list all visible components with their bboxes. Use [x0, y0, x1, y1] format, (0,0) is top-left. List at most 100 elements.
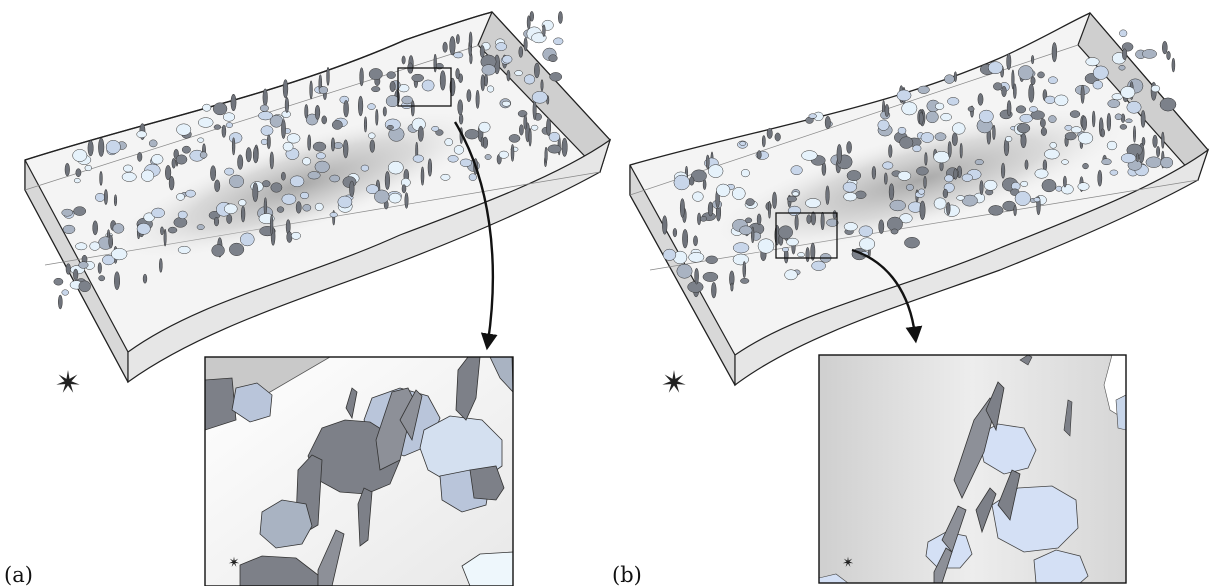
- zoom-region-b: [775, 212, 838, 259]
- fracture-disc: [284, 97, 289, 113]
- fracture-disc: [295, 201, 302, 214]
- fracture-disc: [1159, 97, 1177, 112]
- fracture-disc: [321, 115, 327, 125]
- fracture-disc: [73, 206, 87, 216]
- fracture-disc: [745, 217, 753, 224]
- fracture-disc: [882, 161, 894, 170]
- fracture-disc: [222, 112, 236, 122]
- fracture-disc: [213, 216, 220, 227]
- fracture-disc: [486, 85, 495, 93]
- fracture-disc: [826, 218, 839, 227]
- fracture-disc: [1044, 95, 1056, 104]
- fracture-disc: [480, 74, 485, 92]
- fracture-disc: [961, 194, 978, 207]
- fracture-disc: [888, 183, 895, 201]
- fracture-disc: [1001, 85, 1007, 98]
- fracture-disc: [259, 104, 269, 112]
- fracture-disc: [386, 71, 396, 79]
- fracture-disc: [281, 193, 297, 205]
- fracture-disc: [369, 139, 375, 153]
- fracture-disc: [148, 139, 158, 148]
- fracture-disc: [1107, 99, 1121, 108]
- fracture-disc: [143, 212, 155, 223]
- fracture-disc: [367, 103, 376, 110]
- fracture-disc: [824, 115, 831, 130]
- fracture-disc: [1106, 112, 1112, 132]
- fracture-disc: [526, 15, 531, 30]
- fracture-disc: [286, 231, 293, 243]
- fracture-disc: [366, 184, 379, 195]
- fracture-disc: [901, 101, 918, 116]
- fracture-disc: [78, 261, 89, 269]
- fracture-disc: [1049, 142, 1057, 149]
- fracture-disc: [314, 104, 321, 120]
- fracture-disc: [439, 70, 446, 91]
- fracture-disc: [952, 122, 966, 135]
- fracture-disc: [1161, 131, 1165, 149]
- fracture-disc: [843, 222, 858, 232]
- panel-label-a: (a): [4, 563, 33, 586]
- fracture-disc: [904, 237, 920, 249]
- fracture-disc: [281, 119, 286, 139]
- fracture-disc: [389, 80, 396, 93]
- fracture-disc: [168, 176, 175, 191]
- fracture-disc: [700, 215, 707, 222]
- fracture-disc: [343, 100, 349, 118]
- fracture-disc: [108, 234, 113, 249]
- fracture-disc: [113, 194, 118, 207]
- fracture-disc: [768, 200, 771, 219]
- fracture-disc: [805, 198, 821, 209]
- fracture-disc: [1166, 50, 1171, 61]
- fracture-disc: [1118, 64, 1126, 71]
- fracture-disc: [410, 100, 415, 117]
- fracture-disc: [252, 146, 259, 164]
- fracture-disc: [318, 86, 329, 94]
- fracture-disc: [692, 191, 704, 202]
- fracture-disc: [993, 82, 1003, 91]
- fracture-disc: [730, 282, 734, 292]
- fracture-disc: [359, 67, 364, 87]
- zoom-inset-a: [204, 356, 514, 586]
- fracture-disc: [530, 124, 539, 131]
- fracture-disc: [262, 88, 268, 107]
- fracture-disc: [540, 79, 544, 92]
- fracture-disc: [688, 252, 705, 263]
- fracture-disc: [224, 167, 235, 176]
- fracture-disc: [1040, 127, 1047, 136]
- fracture-disc: [1160, 156, 1174, 169]
- fracture-disc: [136, 130, 147, 139]
- fracture-disc: [1041, 179, 1057, 193]
- fracture-disc: [276, 206, 285, 213]
- fracture-disc: [523, 74, 536, 85]
- fracture-disc: [420, 166, 425, 186]
- fracture-disc: [237, 154, 244, 170]
- fracture-disc: [417, 125, 424, 142]
- fracture-disc: [899, 136, 914, 149]
- fracture-disc: [1162, 40, 1168, 55]
- fracture-disc: [1017, 65, 1034, 81]
- fracture-disc: [1044, 148, 1060, 160]
- fracture-disc: [289, 175, 305, 188]
- fracture-disc: [1020, 133, 1027, 149]
- fracture-disc: [548, 54, 558, 63]
- fracture-disc: [221, 124, 227, 138]
- fracture-disc: [1101, 158, 1112, 166]
- fracture-disc: [64, 162, 70, 177]
- fracture-disc: [786, 195, 797, 203]
- fracture-disc: [1171, 57, 1176, 73]
- fracture-disc: [836, 143, 842, 165]
- fracture-disc: [87, 140, 94, 157]
- fracture-disc: [673, 174, 690, 191]
- fracture-disc: [1106, 140, 1118, 151]
- fracture-disc: [260, 138, 268, 145]
- fracture-disc: [959, 142, 963, 159]
- fracture-disc: [532, 100, 537, 120]
- fracture-disc: [774, 132, 781, 142]
- fracture-disc: [708, 164, 724, 178]
- fracture-disc: [464, 129, 480, 140]
- fracture-disc: [1034, 168, 1049, 179]
- fracture-disc: [484, 154, 492, 160]
- fracture-disc: [453, 51, 464, 59]
- fracture-disc: [112, 223, 125, 234]
- fracture-disc: [1001, 162, 1006, 179]
